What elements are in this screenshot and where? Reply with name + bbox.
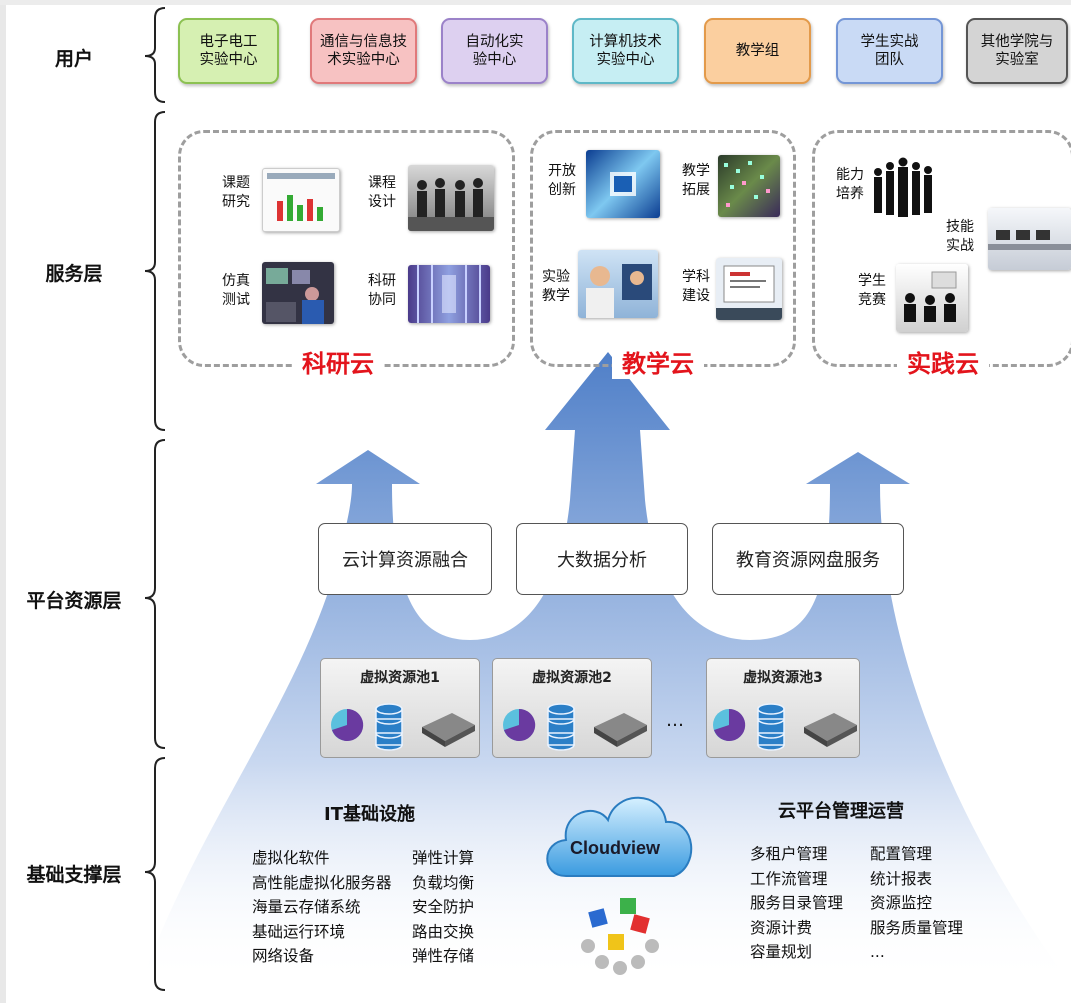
pool-ellipsis: …	[666, 710, 684, 731]
pixel-mosaic-image	[718, 155, 780, 217]
user-box-other-labs: 其他学院与 实验室	[966, 18, 1068, 84]
user-box-cs-lab: 计算机技术 实验中心	[572, 18, 679, 84]
database-icon	[757, 703, 785, 751]
presentation-board-image	[716, 258, 782, 320]
it-infra-list-right: 弹性计算 负载均衡 安全防护 路由交换 弹性存储	[412, 846, 474, 969]
service-label-skill-practice: 技能 实战	[946, 219, 974, 254]
virtual-pool-1: 虚拟资源池1	[320, 658, 480, 758]
user-box-student-team: 学生实战 团队	[836, 18, 943, 84]
user-box-automation-lab: 自动化实 验中心	[441, 18, 548, 84]
classroom-audience-image	[896, 264, 968, 332]
it-infra-item: 安全防护	[412, 898, 475, 916]
left-gray-border	[0, 0, 6, 1003]
computer-lab-image	[988, 208, 1071, 270]
pool-icons-3	[713, 703, 857, 751]
service-label-open-innovation: 开放 创新	[548, 163, 576, 198]
platform-box-cloud-fusion: 云计算资源融合	[318, 523, 492, 595]
cloud-mgmt-list-right: 配置管理 统计报表 资源监控 服务质量管理 ...	[870, 842, 963, 965]
service-label-teaching-expand: 教学 拓展	[682, 163, 710, 198]
video-conference-image	[578, 250, 658, 318]
platform-box-edu-netdisk: 教育资源网盘服务	[712, 523, 904, 595]
pool-title-2: 虚拟资源池2	[532, 670, 612, 686]
layer-brackets	[144, 7, 166, 991]
user-box-ee-lab: 电子电工 实验中心	[178, 18, 279, 84]
pie-chart-icon	[331, 708, 364, 741]
cloud-mgmt-item: 工作流管理	[750, 869, 828, 888]
cloud-title-practice: 实践云	[897, 344, 989, 379]
it-infra-item: 高性能虚拟化服务器	[252, 873, 392, 892]
cloudview-cloud-icon	[546, 796, 693, 975]
service-label-topic-research: 课题 研究	[222, 175, 250, 210]
top-gray-border	[0, 0, 1071, 5]
it-infra-title: IT基础设施	[324, 804, 415, 825]
it-infra-item: 虚拟化软件	[252, 849, 330, 867]
pool-title-3: 虚拟资源池3	[743, 670, 823, 686]
lab-worker-image	[262, 262, 334, 324]
pie-chart-icon	[503, 708, 536, 741]
pie-chart-icon	[713, 708, 746, 741]
meeting-people-image	[408, 165, 494, 231]
cloud-mgmt-item: 服务质量管理	[870, 918, 964, 937]
it-infra-item: 基础运行环境	[252, 922, 346, 941]
tech-tunnel-image	[586, 150, 660, 218]
service-label-student-contest: 学生 竞赛	[858, 273, 886, 308]
pool-title-1: 虚拟资源池1	[360, 670, 440, 686]
database-icon	[375, 703, 403, 751]
it-infra-item: 负载均衡	[412, 873, 475, 892]
service-label-course-design: 课程 设计	[368, 175, 396, 210]
it-infra-item: 弹性计算	[412, 849, 475, 867]
layer-label-platform: 平台资源层	[26, 590, 122, 612]
it-infra-item: 网络设备	[252, 947, 315, 965]
cloudview-label: Cloudview	[570, 838, 661, 858]
service-label-discipline-build: 学科 建设	[682, 269, 710, 304]
database-icon	[547, 703, 575, 751]
cloud-title-research: 科研云	[292, 344, 384, 379]
service-label-lab-teaching: 实验 教学	[542, 269, 570, 304]
service-label-ability-training: 能力 培养	[836, 167, 864, 202]
pool-icons-1	[331, 703, 475, 751]
layer-label-user: 用户	[54, 48, 93, 70]
cloud-mgmt-item: 多租户管理	[750, 845, 828, 863]
platform-box-big-data: 大数据分析	[516, 523, 688, 595]
layer-label-base: 基础支撑层	[26, 864, 122, 886]
cloud-mgmt-item: 资源计费	[750, 918, 813, 937]
pool-icons-2	[503, 703, 647, 751]
server-box-icon	[804, 713, 857, 747]
cloud-mgmt-item: 资源监控	[870, 894, 933, 912]
cloud-mgmt-item: 配置管理	[870, 845, 933, 863]
virtual-pool-3: 虚拟资源池3	[706, 658, 860, 758]
layer-label-service: 服务层	[45, 263, 103, 285]
service-label-simulation-test: 仿真 测试	[222, 273, 250, 308]
server-box-icon	[422, 713, 475, 747]
cloud-mgmt-item: 容量规划	[750, 943, 813, 961]
cloud-mgmt-title: 云平台管理运营	[778, 801, 904, 822]
cloud-title-teaching: 教学云	[612, 344, 704, 379]
it-infra-item: 海量云存储系统	[252, 898, 361, 916]
it-infra-item: 路由交换	[412, 922, 475, 941]
cloud-mgmt-item: 统计报表	[870, 869, 933, 888]
cloud-mgmt-list-left: 多租户管理 工作流管理 服务目录管理 资源计费 容量规划	[750, 842, 843, 965]
cloud-mgmt-item: ...	[870, 943, 885, 961]
user-box-comm-lab: 通信与信息技 术实验中心	[310, 18, 417, 84]
user-box-teaching-group: 教学组	[704, 18, 811, 84]
virtual-pool-2: 虚拟资源池2	[492, 658, 652, 758]
it-infra-list-left: 虚拟化软件 高性能虚拟化服务器 海量云存储系统 基础运行环境 网络设备	[252, 846, 392, 969]
service-label-research-collab: 科研 协同	[368, 273, 396, 308]
people-silhouettes-image	[870, 152, 940, 224]
puzzle-people-icon	[581, 898, 659, 975]
cloud-mgmt-item: 服务目录管理	[750, 894, 844, 912]
report-chart-image	[262, 168, 340, 232]
server-box-icon	[594, 713, 647, 747]
it-infra-item: 弹性存储	[412, 947, 475, 965]
server-room-image	[408, 265, 490, 323]
